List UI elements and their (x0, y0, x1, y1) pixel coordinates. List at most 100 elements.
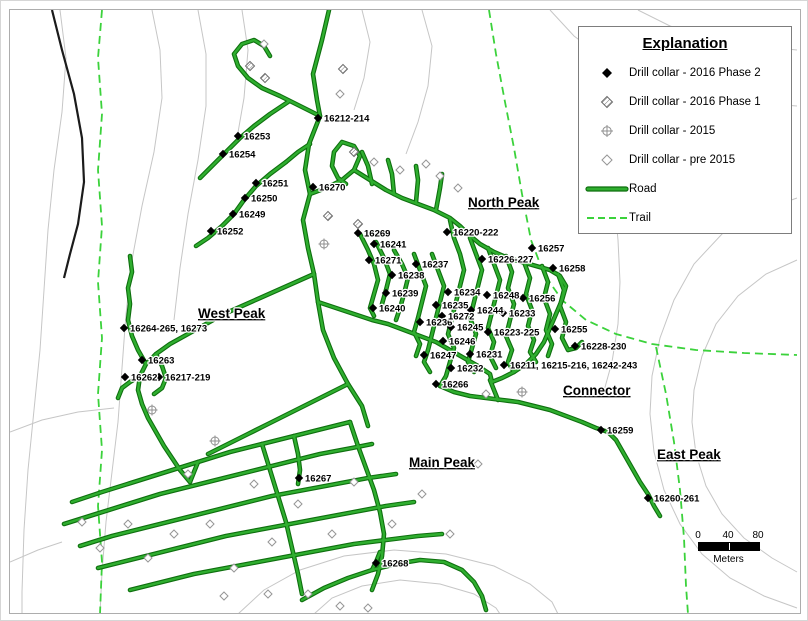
trail-path (655, 346, 689, 613)
road-path (486, 246, 502, 370)
road-path (128, 532, 444, 592)
legend-item-label: Drill collar - pre 2015 (629, 153, 736, 166)
drill-collar-2016-phase2-icon (137, 355, 147, 365)
road-path (206, 382, 350, 456)
drill-collar-2016-phase2-icon (446, 322, 456, 332)
road-path (300, 558, 488, 612)
boundary-line (50, 10, 86, 279)
road-path (78, 472, 398, 548)
collar-label: 16251 (262, 179, 289, 190)
drill-collar-2016-phase2-icon (442, 227, 452, 237)
contour-line (10, 407, 115, 433)
road-path (116, 374, 142, 400)
collar-label: 16254 (229, 150, 256, 161)
road-path (136, 272, 316, 484)
collar-label: 16260-261 (654, 494, 700, 505)
trails-layer (97, 10, 798, 613)
drill-collar-2015-icon (146, 404, 158, 416)
collar-label: 16223-225 (494, 328, 540, 339)
drill-collar-pre2015-icon (267, 537, 277, 547)
scale-bar-graphic (698, 542, 760, 551)
drill-collar-2016-phase2-icon (218, 149, 228, 159)
drill-collar-pre2015-icon (303, 589, 313, 599)
collar-label: 16212-214 (324, 114, 370, 125)
contour-line (10, 541, 63, 563)
road-path (284, 142, 312, 164)
drill-collar-2016-phase2-icon (240, 193, 250, 203)
drill-collar-2016-phase2-icon (643, 493, 653, 503)
peak-label: East Peak (657, 447, 721, 462)
road-path (232, 38, 322, 118)
drill-collar-2016-phase2-icon (313, 113, 323, 123)
collar-label: 16220-222 (453, 228, 498, 239)
scale-unit-label: Meters (713, 554, 744, 565)
road-path (488, 378, 500, 402)
legend-title: Explanation (642, 35, 728, 52)
map-canvas: 16253162541625116250162491625216212-2141… (10, 10, 798, 613)
peak-label: Main Peak (409, 455, 476, 470)
drill-collar-2016-phase2-icon (381, 288, 391, 298)
collar-label: 16217-219 (165, 373, 210, 384)
scale-tick-0: 0 (695, 530, 701, 541)
collar-label: 16252 (217, 227, 243, 238)
drill-collar-2016-phase2-icon (602, 67, 612, 78)
collar-label: 16239 (392, 289, 418, 300)
drill-collar-2016-phase2-icon (233, 131, 243, 141)
drill-collar-pre2015-icon (95, 543, 105, 553)
trail-line-icon (587, 216, 627, 219)
collar-label: 16270 (319, 183, 345, 194)
collar-label: 16231 (476, 350, 503, 361)
collar-label: 16257 (538, 244, 564, 255)
drill-collar-2016-phase1-icon (244, 60, 256, 72)
road-path (438, 218, 466, 388)
road-path (260, 442, 304, 596)
collar-label: 16262 (131, 373, 157, 384)
collar-label: 16236 (426, 318, 452, 329)
peak-label: West Peak (198, 306, 266, 321)
legend-item-road: Road (579, 174, 791, 203)
legend-item-label: Trail (629, 211, 651, 224)
drill-collar-2016-phase2-icon (119, 323, 129, 333)
drill-collar-2016-phase2-icon (228, 209, 238, 219)
road-path (316, 300, 494, 384)
road-path (188, 460, 200, 484)
drill-collar-markers-layer (77, 39, 653, 613)
contour-line (649, 197, 798, 609)
drill-collar-pre2015-icon (387, 519, 397, 529)
road-path (360, 150, 374, 186)
drill-collar-pre2015-icon (249, 479, 259, 489)
road-path (152, 352, 168, 396)
drill-collar-2016-phase1-icon (600, 95, 614, 108)
drill-collar-2016-phase2-icon (570, 341, 580, 351)
drill-collar-2016-phase2-icon (483, 327, 493, 337)
collar-label: 16237 (422, 260, 448, 271)
contour-line (99, 10, 163, 613)
contour-line (353, 10, 371, 111)
scale-tick-40: 40 (722, 530, 734, 541)
drill-collar-2016-phase2-icon (498, 308, 508, 318)
collar-label: 16250 (251, 194, 277, 205)
drill-collar-pre2015-icon (77, 517, 87, 527)
drill-collar-pre2015-icon (601, 153, 613, 166)
map-labels-layer: 16253162541625116250162491625216212-2141… (129, 112, 723, 571)
road-path (70, 420, 352, 504)
drill-collar-pre2015-icon (335, 601, 345, 611)
drill-collar-pre2015-icon (259, 39, 269, 49)
drill-collar-pre2015-icon (293, 499, 303, 509)
collar-label: 16256 (529, 294, 555, 305)
road-path (96, 500, 416, 570)
trail-path (97, 10, 103, 613)
collar-label: 16245 (457, 323, 484, 334)
drill-collar-pre2015-icon (349, 477, 359, 487)
drill-collar-2016-phase1-icon (322, 210, 334, 222)
road-path (62, 442, 374, 526)
drill-collar-2015-icon (318, 238, 330, 250)
drill-collar-2016-phase2-icon (371, 558, 381, 568)
collar-label: 16264-265, 16273 (130, 324, 207, 335)
collar-label: 16226-227 (488, 255, 533, 266)
legend-rows: Drill collar - 2016 Phase 2 Drill collar… (579, 58, 791, 232)
collar-label: 16247 (430, 351, 456, 362)
contour-line (691, 259, 798, 573)
road-path (438, 384, 662, 518)
roads-casing-layer (61, 10, 663, 613)
